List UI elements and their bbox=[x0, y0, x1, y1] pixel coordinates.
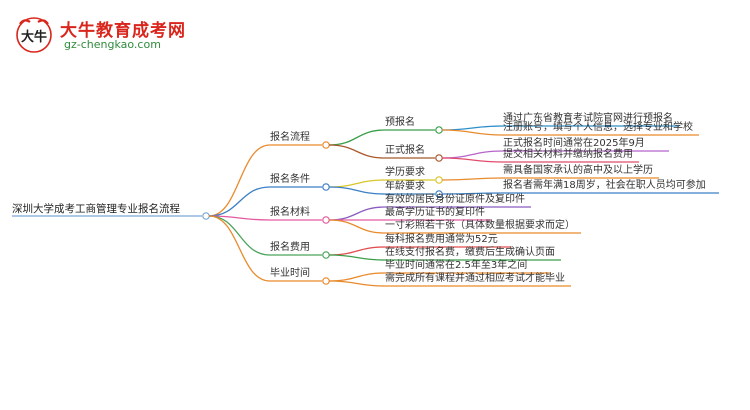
branch-5-toggle[interactable] bbox=[322, 277, 330, 285]
branch-4-label[interactable]: 报名费用 bbox=[270, 242, 310, 253]
branch-link-5 bbox=[208, 215, 271, 282]
leaf-link-1-1-1 bbox=[441, 125, 504, 131]
leaf-5-1-label[interactable]: 毕业时间通常在2.5年至3年之间 bbox=[385, 260, 528, 271]
leaf-1-2-2-label[interactable]: 提交相关材料并缴纳报名费用 bbox=[503, 149, 633, 160]
leaf-link-2-2-1 bbox=[441, 192, 504, 195]
sub-1-2-toggle[interactable] bbox=[435, 154, 443, 162]
branch-1-label[interactable]: 报名流程 bbox=[270, 132, 310, 143]
leaf-link-1-2-1 bbox=[441, 150, 504, 159]
branch-3-label[interactable]: 报名材料 bbox=[270, 207, 310, 218]
sub-1-1-toggle[interactable] bbox=[435, 126, 443, 134]
leaf-link-3-1 bbox=[328, 206, 386, 221]
site-title: 大牛教育成考网 bbox=[60, 21, 186, 41]
leaf-3-2-label[interactable]: 最高学历证书的复印件 bbox=[385, 207, 485, 218]
sub-link-1-1 bbox=[328, 129, 386, 146]
branch-4-toggle[interactable] bbox=[322, 251, 330, 259]
branch-link-4 bbox=[208, 215, 271, 256]
leaf-link-1-2-2 bbox=[441, 157, 504, 163]
leaf-link-5-1 bbox=[328, 272, 386, 282]
sub-2-1-label[interactable]: 学历要求 bbox=[385, 167, 425, 178]
bull-logo-icon: 大牛 bbox=[16, 17, 52, 53]
leaf-5-2-label[interactable]: 需完成所有课程并通过相应考试才能毕业 bbox=[385, 273, 565, 284]
leaf-4-1-label[interactable]: 每科报名费用通常为52元 bbox=[385, 234, 498, 245]
root-collapse-toggle[interactable] bbox=[202, 212, 210, 220]
sub-2-1-toggle[interactable] bbox=[435, 176, 443, 184]
branch-3-toggle[interactable] bbox=[322, 216, 330, 224]
sub-link-2-1 bbox=[328, 179, 386, 188]
leaf-4-2-label[interactable]: 在线支付报名费，缴费后生成确认页面 bbox=[385, 247, 555, 258]
sub-link-2-2 bbox=[328, 186, 386, 195]
leaf-1-1-1-label[interactable]: 通过广东省教育考试院官网进行预报名 bbox=[503, 113, 673, 124]
leaf-link-4-2 bbox=[328, 254, 386, 261]
sub-link-1-2 bbox=[328, 144, 386, 159]
branch-link-1 bbox=[208, 144, 271, 217]
leaf-link-5-2 bbox=[328, 280, 386, 287]
leaf-3-3-label[interactable]: 一寸彩照若干张（具体数量根据要求而定） bbox=[385, 220, 575, 231]
leaf-2-1-1-label[interactable]: 需具备国家承认的高中及以上学历 bbox=[503, 165, 653, 176]
site-logo[interactable]: 大牛 大牛教育成考网 gz-chengkao.com bbox=[14, 14, 224, 56]
branch-1-toggle[interactable] bbox=[322, 141, 330, 149]
sub-2-2-label[interactable]: 年龄要求 bbox=[385, 181, 425, 192]
leaf-link-1-1-2 bbox=[441, 129, 504, 136]
branch-2-label[interactable]: 报名条件 bbox=[270, 174, 310, 185]
branch-5-label[interactable]: 毕业时间 bbox=[270, 268, 310, 279]
leaf-1-1-2-label[interactable]: 注册账号，填写个人信息，选择专业和学校 bbox=[503, 122, 693, 133]
leaf-link-2-1-1 bbox=[441, 177, 504, 181]
leaf-1-2-1-label[interactable]: 正式报名时间通常在2025年9月 bbox=[503, 138, 645, 149]
branch-link-2 bbox=[208, 186, 271, 217]
leaf-3-1-label[interactable]: 有效的居民身份证原件及复印件 bbox=[385, 194, 525, 205]
leaf-link-4-1 bbox=[328, 246, 386, 256]
leaf-link-3-3 bbox=[328, 219, 386, 234]
svg-text:大牛: 大牛 bbox=[21, 29, 47, 45]
sub-1-2-label[interactable]: 正式报名 bbox=[385, 145, 425, 156]
branch-2-toggle[interactable] bbox=[322, 183, 330, 191]
leaf-2-2-1-label[interactable]: 报名者需年满18周岁，社会在职人员均可参加 bbox=[503, 180, 706, 191]
mindmap-root[interactable]: 深圳大学成考工商管理专业报名流程 bbox=[12, 203, 180, 215]
sub-1-1-label[interactable]: 预报名 bbox=[385, 117, 415, 128]
branch-link-3 bbox=[208, 215, 271, 221]
site-url: gz-chengkao.com bbox=[64, 38, 161, 51]
